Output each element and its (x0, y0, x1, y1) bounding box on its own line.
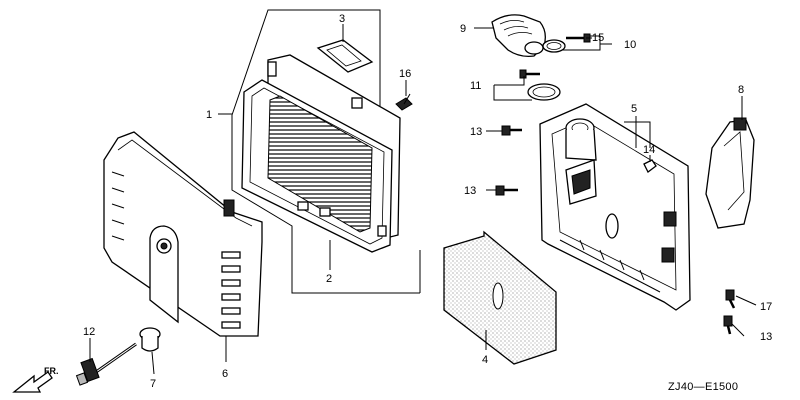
leader-lines (89, 24, 757, 375)
air-filter-element (241, 54, 401, 253)
callout-6: 6 (222, 368, 228, 380)
callout-4: 4 (482, 354, 488, 366)
bolt-13-upper-part (501, 125, 522, 136)
foam-pad-part (443, 230, 557, 365)
callout-3: 3 (339, 13, 345, 25)
intake-elbow-part (491, 14, 546, 58)
callout-14: 14 (643, 144, 655, 156)
callout-5: 5 (631, 103, 637, 115)
gasket-part (316, 39, 374, 73)
air-cleaner-cover (103, 131, 263, 337)
hose-clamp-11-part (519, 69, 561, 101)
hose-clamp-10-part (542, 33, 591, 53)
drawing-code: ZJ40—E1500 (668, 381, 738, 393)
callout-labels: 1 2 3 4 5 6 7 8 9 10 11 12 13 13 13 14 1… (83, 13, 772, 390)
side-cover-part (705, 117, 755, 229)
bolt-17-part (725, 289, 736, 309)
bolt-16-part (395, 93, 413, 111)
callout-15: 15 (592, 32, 604, 44)
bolt-13-lower-part (723, 315, 733, 335)
callout-8: 8 (738, 84, 744, 96)
callout-16: 16 (399, 68, 411, 80)
callout-9: 9 (460, 23, 466, 35)
callout-10: 10 (624, 39, 636, 51)
callout-7: 7 (150, 378, 156, 390)
group-bracket-1 (231, 9, 421, 294)
direction-label: FR. (44, 366, 59, 376)
callout-17: 17 (760, 301, 772, 313)
callout-1: 1 (206, 109, 212, 121)
stud-bolt-part (75, 342, 137, 386)
air-cleaner-case (539, 103, 691, 311)
front-direction-arrow: FR. (12, 366, 59, 393)
callout-13-upper: 13 (470, 126, 482, 138)
nut-14-part (643, 159, 657, 173)
bolt-13-middle-part (495, 185, 518, 196)
callout-12: 12 (83, 326, 95, 338)
callout-2: 2 (326, 273, 332, 285)
callout-11: 11 (470, 80, 481, 92)
callout-13-lower: 13 (760, 331, 772, 343)
grommet-part (139, 327, 161, 352)
callout-13-middle: 13 (464, 185, 476, 197)
